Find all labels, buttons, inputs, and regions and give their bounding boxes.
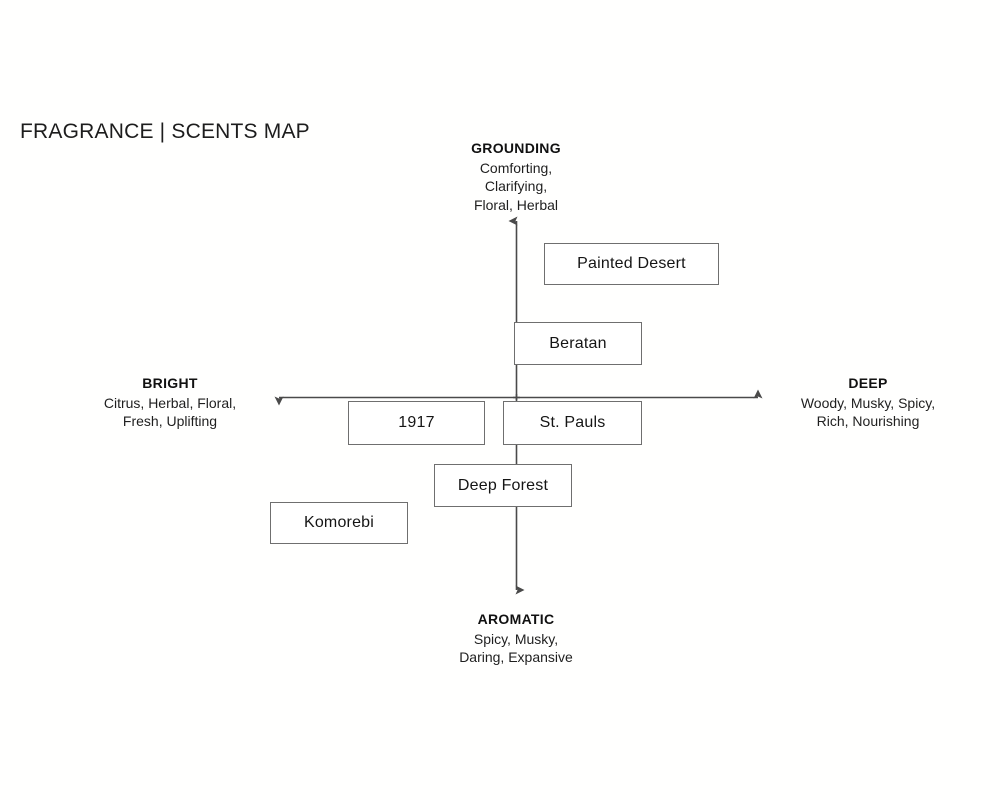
axis-pole-aromatic-descriptors: Spicy, Musky, Daring, Expansive (459, 630, 573, 666)
product-box-komorebi[interactable]: Komorebi (270, 502, 408, 544)
axis-pole-bright: BRIGHT Citrus, Herbal, Floral, Fresh, Up… (75, 374, 265, 431)
axis-pole-deep: DEEP Woody, Musky, Spicy, Rich, Nourishi… (768, 374, 968, 431)
product-box-deep-forest[interactable]: Deep Forest (434, 464, 572, 507)
product-label: 1917 (398, 414, 435, 431)
axis-pole-bright-descriptors: Citrus, Herbal, Floral, Fresh, Uplifting (103, 394, 237, 430)
axis-pole-grounding: GROUNDING Comforting, Clarifying, Floral… (416, 139, 616, 214)
product-label: Painted Desert (577, 255, 686, 272)
axis-pole-bright-title: BRIGHT (142, 375, 198, 391)
product-box-beratan[interactable]: Beratan (514, 322, 642, 365)
axis-pole-deep-title: DEEP (848, 375, 888, 391)
product-label: Beratan (549, 334, 607, 352)
product-label: Komorebi (303, 514, 375, 531)
axis-pole-grounding-descriptors: Comforting, Clarifying, Floral, Herbal (473, 159, 559, 213)
product-label: St. Pauls (539, 414, 606, 431)
axis-pole-deep-descriptors: Woody, Musky, Spicy, Rich, Nourishing (800, 394, 936, 430)
product-box-st-pauls[interactable]: St. Pauls (503, 401, 642, 445)
product-label: Deep Forest (457, 476, 549, 494)
axis-pole-aromatic: AROMATIC Spicy, Musky, Daring, Expansive (416, 610, 616, 667)
axis-pole-grounding-title: GROUNDING (471, 140, 561, 156)
axis-pole-aromatic-title: AROMATIC (477, 611, 555, 627)
product-box-painted-desert[interactable]: Painted Desert (544, 243, 719, 285)
product-box-1917[interactable]: 1917 (348, 401, 485, 445)
page-title: FRAGRANCE | SCENTS MAP (20, 120, 310, 143)
